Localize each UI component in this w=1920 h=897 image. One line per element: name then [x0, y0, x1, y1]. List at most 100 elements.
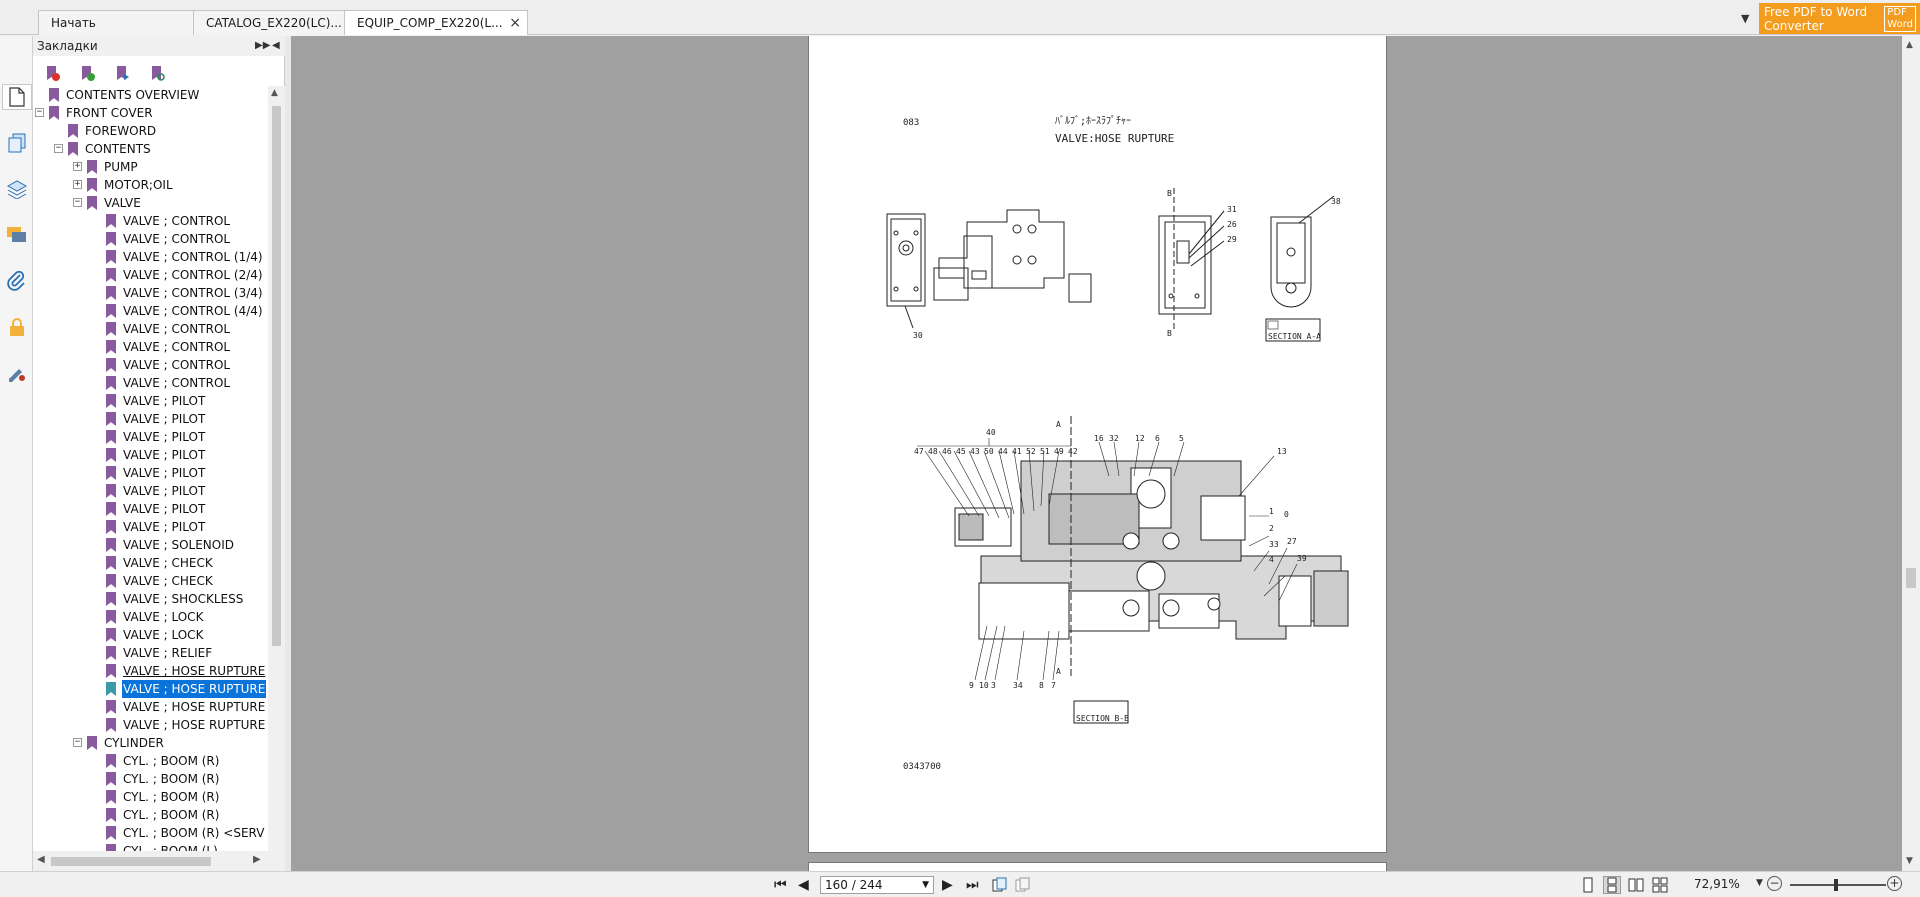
layers-icon[interactable]: [4, 176, 30, 202]
bookmark-label: VALVE ; PILOT: [123, 502, 206, 516]
rotate-view-icon[interactable]: [991, 877, 1007, 893]
bookmark-ribbon-icon: [106, 790, 116, 804]
attachments-icon[interactable]: [4, 268, 30, 294]
bookmark-ribbon-icon: [106, 250, 116, 264]
chevron-down-icon[interactable]: ▼: [922, 880, 929, 890]
first-page-icon[interactable]: ⏮: [774, 877, 787, 893]
bookmark-ribbon-icon: [106, 574, 116, 588]
callout-leaders: [917, 438, 1298, 681]
scroll-thumb[interactable]: [272, 106, 281, 646]
bookmark-ribbon-icon: [106, 772, 116, 786]
bookmark-label: VALVE ; PILOT: [123, 430, 206, 444]
single-page-view-icon[interactable]: [1580, 877, 1596, 893]
tab-label: Начать: [51, 16, 96, 30]
scroll-right-icon[interactable]: ▶: [253, 854, 261, 865]
callout: 51: [1040, 447, 1050, 456]
bookmark-label: VALVE ; CONTROL: [123, 376, 231, 390]
continuous-facing-view-icon[interactable]: [1652, 877, 1668, 893]
bookmark-label: VALVE ; SOLENOID: [123, 538, 235, 552]
add-bookmark-icon[interactable]: [78, 64, 96, 82]
zoom-dropdown-chevron-down-icon[interactable]: ▼: [1756, 878, 1763, 888]
page-thumbnails-icon[interactable]: [2, 84, 32, 110]
collapse-node-icon[interactable]: −: [73, 197, 82, 207]
bookmark-ribbon-icon: [106, 700, 116, 714]
bookmark-ribbon-icon: [106, 646, 116, 660]
scroll-left-icon[interactable]: ◀: [37, 854, 45, 865]
callout: 42: [1068, 447, 1078, 456]
continuous-view-icon[interactable]: [1603, 876, 1621, 894]
bookmark-ribbon-icon: [106, 826, 116, 840]
part-code: 083: [903, 118, 920, 128]
bookmark-ribbon-icon: [87, 160, 97, 174]
bookmark-label: VALVE ; CONTROL (4/4): [123, 304, 263, 318]
bookmark-label: VALVE: [104, 196, 141, 210]
bookmark-label: CYL. ; BOOM (R): [123, 754, 220, 768]
document-viewer[interactable]: 083 ﾊﾞﾙﾌﾞ;ﾎｰｽﾗﾌﾟﾁｬｰ VALVE:HOSE RUPTURE 0…: [291, 36, 1902, 871]
scroll-thumb[interactable]: [51, 857, 211, 866]
expand-panel-icon[interactable]: ▶▶: [255, 40, 271, 51]
next-page-icon[interactable]: ▶: [942, 877, 953, 893]
bookmark-label: VALVE ; HOSE RUPTURE: [122, 680, 267, 698]
callout: 16: [1094, 434, 1104, 443]
promo-line1: Free PDF to Word: [1764, 5, 1868, 19]
bookmark-ribbon-icon: [68, 124, 78, 138]
last-page-icon[interactable]: ⏭: [966, 877, 979, 893]
tab-label: CATALOG_EX220(LC)...: [206, 16, 342, 30]
bookmark-ribbon-icon: [87, 736, 97, 750]
bookmark-ribbon-icon: [106, 718, 116, 732]
collapse-node-icon[interactable]: −: [35, 107, 44, 117]
tab-catalog[interactable]: CATALOG_EX220(LC)...: [193, 10, 346, 35]
callout: 33: [1269, 540, 1279, 549]
zoom-slider[interactable]: [1790, 879, 1886, 891]
tab-label: EQUIP_COMP_EX220(L...: [357, 16, 503, 30]
bookmark-label: VALVE ; CONTROL: [123, 214, 231, 228]
bookmarks-vertical-scrollbar[interactable]: ▲ ▼: [268, 86, 285, 887]
zoom-out-icon[interactable]: −: [1767, 876, 1782, 891]
viewer-vertical-scrollbar[interactable]: ▲ ▼: [1902, 36, 1920, 871]
scroll-thumb[interactable]: [1906, 568, 1916, 588]
page-layout-icon[interactable]: [1014, 877, 1030, 893]
expand-node-icon[interactable]: +: [73, 161, 82, 171]
bookmarks-horizontal-scrollbar[interactable]: ◀ ▶: [33, 851, 268, 871]
callout: 1: [1269, 507, 1274, 516]
bookmark-ribbon-icon: [68, 142, 78, 156]
find-bookmark-icon[interactable]: [148, 64, 166, 82]
tab-list-dropdown-icon[interactable]: ▼: [1741, 12, 1750, 25]
zoom-in-icon[interactable]: +: [1887, 876, 1902, 891]
page-number-input[interactable]: 160 / 244 ▼: [820, 876, 934, 894]
bookmark-ribbon-icon: [106, 286, 116, 300]
bookmark-ribbon-icon: [106, 430, 116, 444]
collapse-node-icon[interactable]: −: [73, 737, 82, 747]
zoom-level[interactable]: 72,91%: [1694, 877, 1740, 891]
callout: 6: [1155, 434, 1160, 443]
scroll-up-icon[interactable]: ▲: [1906, 40, 1913, 50]
collapse-panel-icon[interactable]: ◀: [272, 40, 280, 51]
bookmarks-panel-header: Закладки ▶▶ ◀: [33, 36, 285, 56]
callout: 2: [1269, 524, 1274, 533]
bookmark-label: FOREWORD: [85, 124, 157, 138]
expand-node-icon[interactable]: +: [73, 179, 82, 189]
scroll-up-icon[interactable]: ▲: [271, 88, 278, 98]
callout: 49: [1054, 447, 1064, 456]
close-tab-icon[interactable]: ×: [509, 15, 521, 31]
signature-pen-icon[interactable]: [4, 360, 30, 386]
callout: 44: [998, 447, 1008, 456]
bookmark-ribbon-icon: [49, 106, 59, 120]
bookmark-label: VALVE ; CONTROL: [123, 322, 231, 336]
bookmark-label: VALVE ; PILOT: [123, 412, 206, 426]
add-child-bookmark-icon[interactable]: [113, 64, 131, 82]
security-lock-icon[interactable]: [4, 314, 30, 340]
facing-view-icon[interactable]: [1628, 877, 1644, 893]
panel-splitter[interactable]: [285, 36, 291, 871]
zoom-slider-handle[interactable]: [1834, 879, 1839, 891]
delete-bookmark-icon[interactable]: [43, 64, 61, 82]
tab-equip-comp[interactable]: EQUIP_COMP_EX220(L... ×: [344, 10, 528, 35]
bookmark-label: CYL. ; BOOM (R): [123, 808, 220, 822]
previous-page-icon[interactable]: ◀: [798, 877, 809, 893]
collapse-node-icon[interactable]: −: [54, 143, 63, 153]
tab-start[interactable]: Начать: [38, 10, 195, 35]
scroll-down-icon[interactable]: ▼: [1906, 856, 1913, 866]
comments-icon[interactable]: [4, 222, 30, 248]
layers-pages-icon[interactable]: [4, 130, 30, 156]
